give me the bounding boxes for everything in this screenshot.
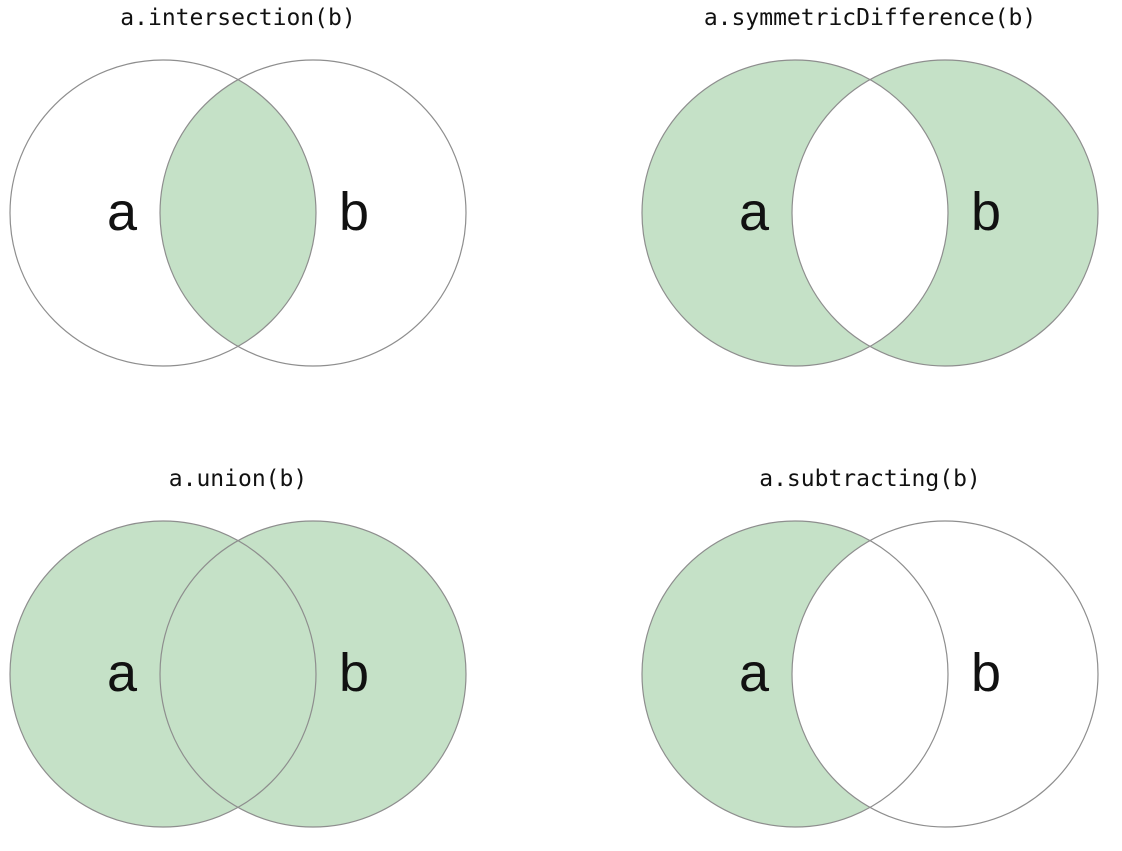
venn-figure-union: a.union(b) a b <box>8 465 468 832</box>
venn-diagram-subtracting: a b <box>641 520 1099 828</box>
shaded-a-minus-b-region <box>642 521 948 827</box>
set-b-label: b <box>339 182 369 242</box>
shaded-symmetric-difference-region <box>642 60 1098 366</box>
circle-b-outline <box>791 520 1099 828</box>
circle-a-outline <box>9 59 317 367</box>
circle-a-outline <box>641 520 949 828</box>
set-a-label: a <box>107 643 138 703</box>
set-b-label: b <box>339 643 369 703</box>
circle-b-outline <box>159 520 467 828</box>
circle-a-outline <box>9 520 317 828</box>
set-a-label: a <box>107 182 138 242</box>
set-a-label: a <box>739 643 770 703</box>
venn-diagram-intersection: a b <box>9 59 467 367</box>
venn-diagram-symmetric-difference: a b <box>641 59 1099 367</box>
set-b-label: b <box>971 643 1001 703</box>
venn-figure-subtracting: a.subtracting(b) a b <box>640 465 1100 832</box>
shaded-lens <box>160 60 316 366</box>
venn-figure-symmetric-difference: a.symmetricDifference(b) a b <box>640 4 1100 371</box>
title-subtracting: a.subtracting(b) <box>759 466 981 492</box>
title-intersection: a.intersection(b) <box>120 5 356 31</box>
set-a-label: a <box>739 182 770 242</box>
title-union: a.union(b) <box>168 466 308 492</box>
venn-diagram-union: a b <box>9 520 467 828</box>
circle-b-outline <box>159 59 467 367</box>
set-b-label: b <box>971 182 1001 242</box>
title-symmetric-difference: a.symmetricDifference(b) <box>703 5 1037 31</box>
shaded-intersection-region <box>160 60 316 366</box>
venn-figure-intersection: a.intersection(b) a b <box>8 4 468 371</box>
shaded-union-region <box>10 521 466 827</box>
circle-b-outline <box>791 59 1099 367</box>
circle-a-outline <box>641 59 949 367</box>
